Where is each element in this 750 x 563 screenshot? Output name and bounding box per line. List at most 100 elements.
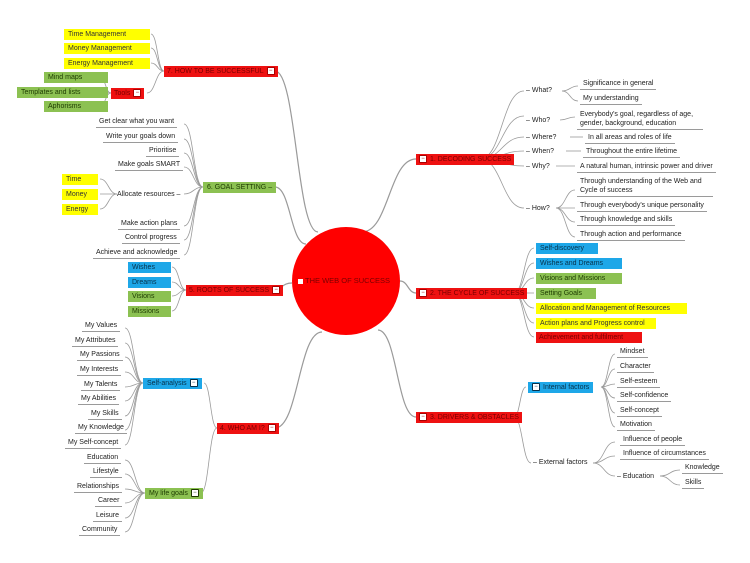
lg-5[interactable]: Leisure [93, 511, 122, 522]
tools-node[interactable]: Tools− [111, 88, 145, 99]
education-node[interactable]: – Education [617, 473, 654, 480]
gs-2[interactable]: Write your goals down [103, 132, 179, 143]
sa-8[interactable]: My Knowledge [75, 423, 127, 434]
connector-line [555, 207, 576, 223]
b1-how-4[interactable]: Through action and performance [577, 230, 685, 241]
res-energy[interactable]: Energy [62, 204, 98, 215]
connector-line [513, 416, 532, 464]
external-1[interactable]: Influence of people [620, 435, 686, 446]
external-factors[interactable]: – External factors [533, 459, 588, 466]
b1-how-3[interactable]: Through knowledge and skills [577, 215, 676, 226]
cycle-visions-missions[interactable]: Visions and Missions [536, 273, 622, 284]
external-2[interactable]: Influence of circumstances [620, 449, 709, 460]
internal-2[interactable]: Character [617, 362, 654, 373]
collapse-icon[interactable]: − [267, 424, 276, 433]
roots-missions[interactable]: Missions [128, 306, 171, 317]
branch-how-to-be-successful[interactable]: 7. HOW TO BE SUCCESSFUL− [164, 66, 278, 77]
b1-what-2[interactable]: My understanding [580, 94, 642, 105]
collapse-icon[interactable]: − [532, 383, 540, 392]
education-skills[interactable]: Skills [682, 478, 705, 489]
sa-6[interactable]: My Abilities [78, 394, 120, 405]
b1-when[interactable]: – When? [526, 148, 555, 155]
lg-2[interactable]: Lifestyle [90, 467, 122, 478]
sa-3[interactable]: My Passions [77, 350, 123, 361]
collapse-icon[interactable]: − [266, 67, 275, 76]
sa-1[interactable]: My Values [82, 321, 121, 332]
sa-7[interactable]: My Skills [88, 409, 122, 420]
tool-mind-maps[interactable]: Mind maps [44, 72, 108, 83]
sa-9[interactable]: My Self-concept [65, 438, 122, 449]
connector-line [555, 207, 576, 238]
my-life-goals[interactable]: My life goals− [145, 488, 203, 499]
b1-how-2[interactable]: Through everybody's unique personality [577, 201, 707, 212]
b1-how[interactable]: – How? [526, 205, 550, 212]
lg-3[interactable]: Relationships [74, 482, 123, 493]
b1-who-1[interactable]: Everybody's goal, regardless of age, gen… [577, 110, 703, 130]
b1-what[interactable]: – What? [526, 87, 553, 94]
gs-6[interactable]: Make action plans [118, 219, 181, 230]
internal-factors[interactable]: −Internal factors [528, 382, 594, 393]
tool-templates[interactable]: Templates and lists [17, 87, 108, 98]
internal-6[interactable]: Motivation [617, 420, 655, 431]
cycle-self-discovery[interactable]: Self-discovery [536, 243, 598, 254]
b1-why[interactable]: – Why? [526, 163, 550, 170]
lg-1[interactable]: Education [84, 453, 122, 464]
sa-5[interactable]: My Talents [81, 380, 121, 391]
collapse-icon[interactable]: − [190, 489, 199, 498]
how-energy-management[interactable]: Energy Management [64, 58, 150, 69]
how-money-management[interactable]: Money Management [64, 43, 150, 54]
res-money[interactable]: Money [62, 189, 98, 200]
branch-goal-setting[interactable]: 6. GOAL SETTING – [203, 182, 277, 193]
lg-4[interactable]: Career [95, 496, 123, 507]
gs-8[interactable]: Achieve and acknowledge [93, 248, 181, 259]
gs-1[interactable]: Get clear what you want [96, 117, 178, 128]
tool-aphorisms[interactable]: Aphorisms [44, 101, 108, 112]
roots-wishes[interactable]: Wishes [128, 262, 171, 273]
how-time-management[interactable]: Time Management [64, 29, 150, 40]
branch-drivers-obstacles[interactable]: −3. DRIVERS & OBSTACLES [416, 412, 522, 423]
lg-6[interactable]: Community [79, 525, 121, 536]
internal-5[interactable]: Self-concept [617, 406, 662, 417]
res-time[interactable]: Time [62, 174, 98, 185]
connector-line [203, 382, 218, 429]
b1-where[interactable]: – Where? [526, 134, 557, 141]
cycle-action-plans[interactable]: Action plans and Progress control [536, 318, 656, 329]
roots-visions[interactable]: Visions [128, 291, 171, 302]
cycle-allocation[interactable]: Allocation and Management of Resources [536, 303, 687, 314]
collapse-icon[interactable]: − [419, 289, 427, 298]
collapse-icon[interactable]: − [133, 89, 142, 98]
branch-who-am-i[interactable]: 4. WHO AM I?− [217, 423, 279, 434]
connector-line [124, 371, 144, 384]
branch-roots-of-success[interactable]: 5. ROOTS OF SUCCESS− [186, 285, 284, 296]
collapse-icon[interactable]: − [419, 155, 427, 164]
b1-how-1[interactable]: Through understanding of the Web and Cyc… [577, 177, 713, 197]
cycle-wishes-dreams[interactable]: Wishes and Dreams [536, 258, 622, 269]
central-node[interactable] [292, 227, 400, 335]
branch-cycle-of-success[interactable]: −2. THE CYCLE OF SUCCESS [416, 288, 528, 299]
internal-4[interactable]: Self-confidence [617, 391, 672, 402]
cycle-setting-goals[interactable]: Setting Goals [536, 288, 596, 299]
gs-7[interactable]: Control progress [122, 233, 180, 244]
b1-where-1[interactable]: In all areas and roles of life [585, 133, 675, 144]
internal-1[interactable]: Mindset [617, 347, 648, 358]
collapse-icon[interactable]: − [419, 413, 427, 422]
sa-4[interactable]: My Interests [77, 365, 122, 376]
roots-dreams[interactable]: Dreams [128, 277, 171, 288]
b1-why-1[interactable]: A natural human, intrinsic power and dri… [577, 162, 716, 173]
education-knowledge[interactable]: Knowledge [682, 463, 723, 474]
connector-line [479, 90, 525, 160]
gs-4[interactable]: Make goals SMART [115, 160, 184, 171]
sa-2[interactable]: My Attributes [72, 336, 119, 347]
b1-when-1[interactable]: Throughout the entire lifetime [583, 147, 681, 158]
collapse-icon[interactable]: − [189, 379, 198, 388]
b1-what-1[interactable]: Significance in general [580, 79, 657, 90]
connector-line [561, 90, 579, 102]
self-analysis[interactable]: Self-analysis− [143, 378, 202, 389]
collapse-icon[interactable]: − [272, 286, 281, 295]
cycle-achievement[interactable]: Achievement and fulfilment [536, 332, 642, 343]
gs-5[interactable]: Allocate resources – [117, 191, 181, 198]
internal-3[interactable]: Self-esteem [617, 377, 661, 388]
gs-3[interactable]: Prioritise [146, 146, 180, 157]
branch-decoding-success[interactable]: −1. DECODING SUCCESS [416, 154, 515, 165]
b1-who[interactable]: – Who? [526, 117, 551, 124]
